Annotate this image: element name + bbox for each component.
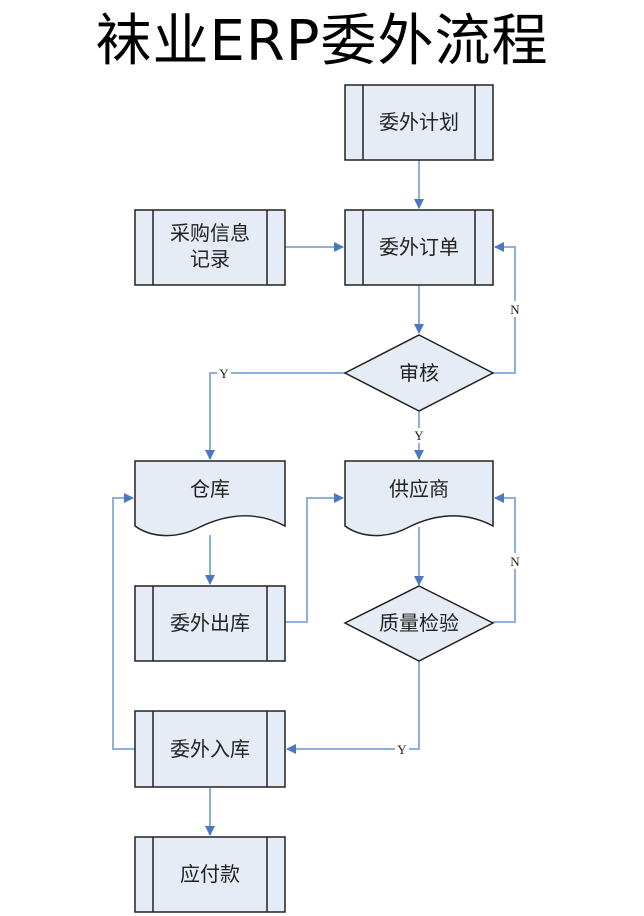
edge-label-quality-yes: Y bbox=[397, 742, 407, 757]
edge-outbound-to-supplier bbox=[285, 493, 344, 623]
node-review: 审核 bbox=[343, 334, 495, 412]
node-purchase-info-label-line1: 采购信息 bbox=[170, 221, 250, 245]
node-supplier: 供应商 bbox=[344, 460, 494, 537]
edge-quality-yes bbox=[286, 660, 420, 754]
edge-inbound-to-warehouse bbox=[112, 493, 135, 750]
node-plan: 委外计划 bbox=[344, 84, 494, 161]
node-plan-label: 委外计划 bbox=[379, 110, 459, 134]
node-outbound-label: 委外出库 bbox=[170, 611, 250, 635]
node-purchase-info: 采购信息 记录 bbox=[134, 209, 286, 286]
node-payable: 应付款 bbox=[134, 836, 286, 913]
node-quality-label: 质量检验 bbox=[379, 611, 459, 635]
node-inbound: 委外入库 bbox=[134, 710, 286, 788]
node-quality: 质量检验 bbox=[343, 585, 495, 662]
edge-label-review-yes-left: Y bbox=[219, 366, 229, 381]
node-purchase-info-label-line2: 记录 bbox=[190, 247, 230, 271]
node-supplier-label: 供应商 bbox=[389, 477, 449, 501]
edge-label-quality-no: N bbox=[510, 554, 520, 569]
node-warehouse: 仓库 bbox=[134, 460, 286, 537]
edge-label-review-yes-down: Y bbox=[414, 428, 424, 443]
edge-review-yes-warehouse bbox=[205, 372, 345, 460]
node-payable-label: 应付款 bbox=[180, 862, 240, 886]
node-outbound: 委外出库 bbox=[134, 585, 286, 662]
node-inbound-label: 委外入库 bbox=[170, 737, 250, 761]
page-title: 袜业ERP委外流程 bbox=[95, 9, 549, 74]
node-review-label: 审核 bbox=[399, 361, 439, 385]
edge-label-review-no: N bbox=[510, 302, 520, 317]
node-order: 委外订单 bbox=[344, 209, 494, 286]
node-order-label: 委外订单 bbox=[379, 235, 459, 259]
node-warehouse-label: 仓库 bbox=[190, 477, 230, 501]
